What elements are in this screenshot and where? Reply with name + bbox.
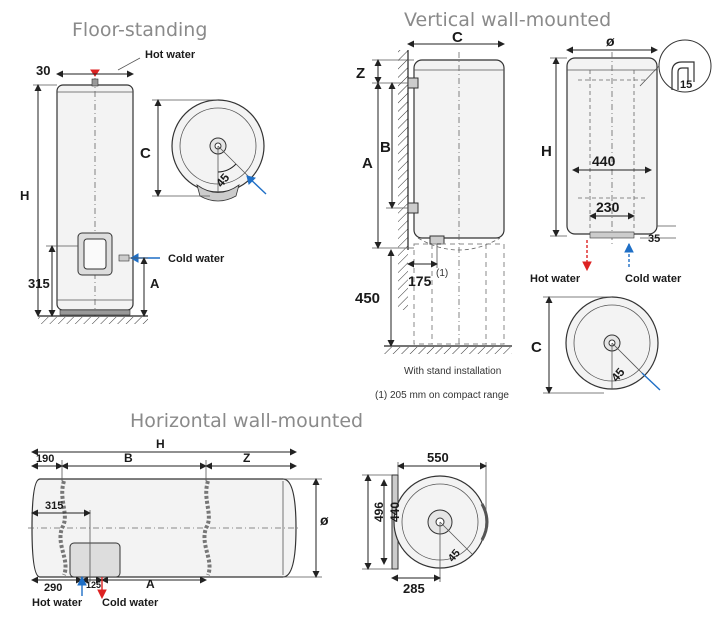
vertical-dim-450: 450 [355, 290, 380, 307]
horizontal-dim-440: 440 [388, 502, 402, 522]
horizontal-dim-H: H [156, 437, 165, 451]
vertical-footnote-ref: (1) [436, 268, 448, 279]
horizontal-dim-125: 125 [86, 580, 101, 590]
horizontal-wall-title: Horizontal wall-mounted [130, 410, 363, 432]
vertical-dim-B: B [380, 139, 391, 156]
vertical-dim-230: 230 [596, 199, 620, 215]
vertical-dim-phi: ø [606, 33, 615, 49]
dim-30: 30 [36, 63, 50, 78]
floor-ground-hatch [38, 317, 148, 324]
floor-dim-H: H [20, 188, 29, 203]
vertical-dim-175: 175 [408, 273, 432, 289]
horizontal-dim-190: 190 [36, 453, 54, 465]
floor-dim-A: A [150, 276, 160, 291]
horizontal-control-box [69, 542, 121, 578]
floor-standing-title: Floor-standing [72, 19, 207, 41]
floor-hot-water-label: Hot water [145, 49, 196, 61]
horizontal-dim-285: 285 [403, 581, 425, 596]
vertical-dim-A: A [362, 155, 373, 172]
vertical-dim-Z: Z [356, 65, 365, 82]
horizontal-dim-Z: Z [243, 451, 250, 465]
floor-dim-315: 315 [28, 276, 50, 291]
horizontal-dim-phi: ø [320, 512, 329, 528]
horizontal-dim-315: 315 [45, 500, 63, 512]
vertical-dim-440: 440 [592, 153, 616, 169]
vertical-cold-water-label: Cold water [625, 273, 682, 285]
horizontal-cold-water-label: Cold water [102, 597, 159, 609]
horizontal-bracket-right [202, 480, 212, 576]
vertical-top-dim-C: C [531, 339, 542, 356]
vertical-wall-title: Vertical wall-mounted [404, 9, 611, 31]
vertical-hot-water-label: Hot water [530, 273, 581, 285]
horizontal-bracket-left [58, 480, 68, 576]
floor-dim-C: C [140, 145, 151, 162]
vertical-dim-35: 35 [648, 233, 660, 245]
vertical-wall-hatch [398, 50, 408, 310]
vertical-wall-section: Vertical wall-mounted C Z A B [355, 9, 712, 401]
vertical-dim-H: H [541, 143, 552, 160]
horizontal-dim-290: 290 [44, 582, 62, 594]
horizontal-hot-water-label: Hot water [32, 597, 83, 609]
horizontal-dim-550: 550 [427, 450, 449, 465]
horizontal-dim-B: B [124, 451, 133, 465]
floor-hot-water-arrow [90, 69, 100, 77]
with-stand-label: With stand installation [404, 366, 501, 377]
detail-dim-15: 15 [680, 79, 692, 91]
vertical-dim-C: C [452, 29, 463, 46]
horizontal-dim-A: A [146, 577, 155, 591]
floor-standing-section: Floor-standing 30 Hot water H 315 Co [20, 19, 267, 324]
footnote: (1) 205 mm on compact range [375, 390, 509, 401]
horizontal-wall-section: Horizontal wall-mounted H 190 B Z ø 315 [28, 410, 489, 609]
floor-cold-water-label: Cold water [168, 253, 225, 265]
